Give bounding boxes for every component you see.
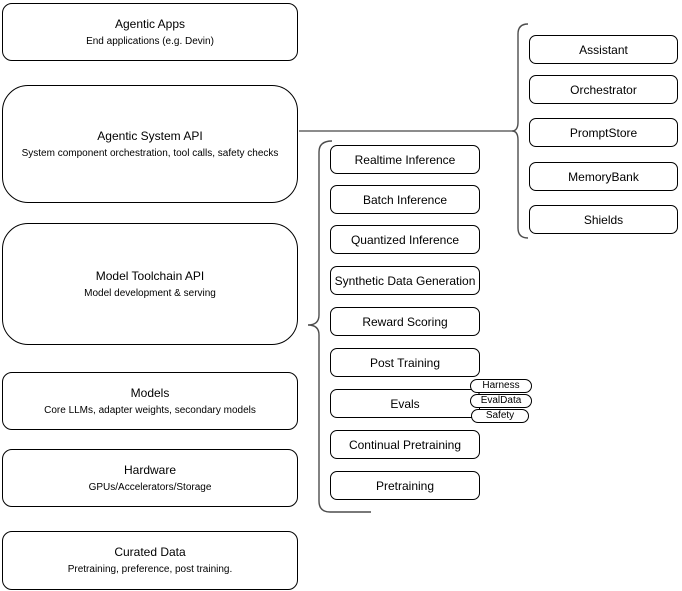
node-label: Evals: [390, 396, 420, 411]
tag-harness: Harness: [470, 379, 532, 393]
node-label: Shields: [583, 212, 624, 227]
node-shields: Shields: [529, 205, 678, 234]
node-synthetic-data-generation: Synthetic Data Generation: [330, 266, 480, 295]
components-brace: [511, 23, 529, 239]
node-title: Agentic System API: [97, 128, 203, 143]
node-models: Models Core LLMs, adapter weights, secon…: [2, 372, 298, 430]
tag-label: EvalData: [480, 395, 522, 406]
node-label: Realtime Inference: [354, 152, 456, 167]
node-label: Synthetic Data Generation: [334, 273, 476, 288]
node-realtime-inference: Realtime Inference: [330, 145, 480, 174]
node-evals: Evals: [330, 389, 480, 418]
node-title: Curated Data: [114, 545, 186, 559]
node-label: Post Training: [369, 355, 441, 370]
node-label: MemoryBank: [568, 169, 639, 184]
tag-evaldata: EvalData: [470, 394, 532, 408]
node-orchestrator: Orchestrator: [529, 75, 678, 104]
node-subtitle: End applications (e.g. Devin): [86, 35, 214, 47]
node-post-training: Post Training: [330, 348, 480, 377]
node-subtitle: Core LLMs, adapter weights, secondary mo…: [44, 404, 256, 416]
node-label: Quantized Inference: [350, 232, 460, 247]
node-title: Model Toolchain API: [95, 268, 205, 283]
node-label: Pretraining: [375, 478, 435, 493]
node-subtitle: System component orchestration, tool cal…: [21, 147, 279, 159]
node-batch-inference: Batch Inference: [330, 185, 480, 214]
node-hardware: Hardware GPUs/Accelerators/Storage: [2, 449, 298, 507]
node-subtitle: GPUs/Accelerators/Storage: [88, 481, 212, 493]
node-title: Models: [130, 385, 170, 400]
tag-safety: Safety: [471, 409, 529, 423]
node-label: PromptStore: [569, 125, 638, 140]
node-agentic-system-api: Agentic System API System component orch…: [2, 85, 298, 203]
node-promptstore: PromptStore: [529, 118, 678, 147]
node-pretraining: Pretraining: [330, 471, 480, 500]
node-continual-pretraining: Continual Pretraining: [330, 430, 480, 459]
node-label: Assistant: [579, 42, 628, 57]
node-assistant: Assistant: [529, 35, 678, 64]
node-agentic-apps: Agentic Apps End applications (e.g. Devi…: [2, 3, 298, 61]
node-reward-scoring: Reward Scoring: [330, 307, 480, 336]
node-subtitle: Pretraining, preference, post training.: [67, 564, 233, 575]
node-label: Batch Inference: [362, 192, 448, 207]
node-title: Hardware: [123, 462, 177, 477]
node-curated-data: Curated Data Pretraining, preference, po…: [2, 531, 298, 590]
node-label: Continual Pretraining: [348, 437, 462, 452]
node-label: Reward Scoring: [362, 314, 448, 329]
node-title: Agentic Apps: [114, 16, 186, 31]
node-label: Orchestrator: [570, 82, 637, 97]
node-subtitle: Model development & serving: [84, 287, 216, 299]
tag-label: Harness: [482, 380, 520, 391]
node-quantized-inference: Quantized Inference: [330, 225, 480, 254]
tag-label: Safety: [485, 410, 515, 421]
node-memorybank: MemoryBank: [529, 162, 678, 191]
node-model-toolchain-api: Model Toolchain API Model development & …: [2, 223, 298, 345]
